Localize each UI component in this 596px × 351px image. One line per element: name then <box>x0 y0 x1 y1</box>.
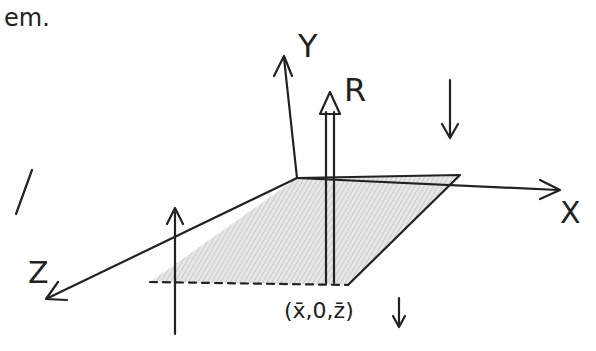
load-arrowhead <box>442 124 458 138</box>
y-arrowhead <box>274 56 292 76</box>
plate-edge <box>297 175 460 285</box>
y-axis <box>284 58 297 178</box>
axis-label: Z <box>28 258 49 288</box>
r-arrowhead <box>320 92 340 114</box>
stray-stroke <box>16 170 32 214</box>
x-arrowhead <box>540 180 560 199</box>
z-arrowhead <box>46 282 67 300</box>
r-arrow-shaft <box>326 112 334 283</box>
plate-dashed-edge <box>150 282 348 285</box>
axis-label: X <box>560 198 581 228</box>
axis-label: R <box>344 74 366 106</box>
corner-arrow <box>398 298 400 324</box>
support-arrowhead <box>167 208 183 224</box>
support-arrow <box>174 212 176 334</box>
corner-arrowhead <box>393 316 405 327</box>
point-label: (x̄,0,z̄) <box>284 300 354 322</box>
x-axis <box>297 178 558 190</box>
load-arrow <box>449 80 451 136</box>
note-text: em. <box>4 6 50 30</box>
plate-fill <box>150 175 460 285</box>
z-axis <box>48 178 297 298</box>
axis-label: Y <box>298 30 318 62</box>
